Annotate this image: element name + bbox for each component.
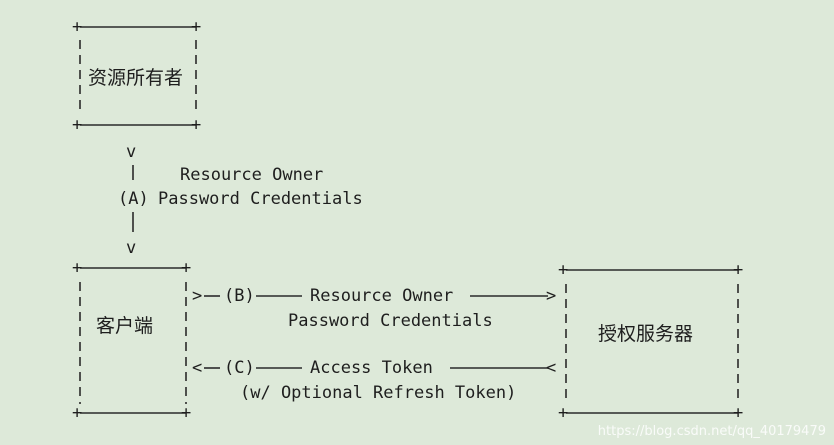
svg-text:<: < [546,358,556,378]
flow-c: < (C) Access Token < (w/ Optional Refres… [192,358,556,403]
flow-c-label: (C) [224,358,255,378]
svg-text:+: + [72,258,82,278]
flow-a: v (A) v Resource Owner Password Credenti… [118,142,363,258]
flow-b-line2: Password Credentials [288,311,493,331]
svg-text:+: + [181,403,191,423]
svg-text:>: > [192,286,202,306]
flow-c-line2: (w/ Optional Refresh Token) [240,383,516,403]
svg-text:>: > [546,286,556,306]
flow-a-label: (A) [118,189,149,209]
resource-owner-box: + + + + 资源所有者 [72,17,201,135]
svg-text:<: < [192,358,202,378]
svg-text:v: v [126,238,136,258]
svg-text:+: + [72,17,82,37]
client-label: 客户端 [96,315,153,337]
svg-text:+: + [558,403,568,423]
svg-text:+: + [733,403,743,423]
svg-text:+: + [181,258,191,278]
flow-b-label: (B) [224,286,255,306]
svg-text:+: + [558,260,568,280]
svg-text:+: + [191,17,201,37]
auth-server-box: + + + + 授权服务器 [558,260,743,423]
resource-owner-label: 资源所有者 [88,67,183,89]
svg-text:+: + [72,115,82,135]
svg-text:+: + [191,115,201,135]
client-box: + + + + 客户端 [72,258,191,423]
flow-a-line1: Resource Owner [180,165,323,185]
svg-text:+: + [733,260,743,280]
watermark: https://blog.csdn.net/qq_40179479 [597,424,826,439]
svg-text:v: v [126,142,136,162]
flow-b-line1: Resource Owner [310,286,453,306]
flow-b: > (B) Resource Owner > Password Credenti… [192,286,556,331]
flow-c-line1: Access Token [310,358,433,378]
auth-server-label: 授权服务器 [598,323,693,345]
svg-text:+: + [72,403,82,423]
flow-a-line2: Password Credentials [158,189,363,209]
